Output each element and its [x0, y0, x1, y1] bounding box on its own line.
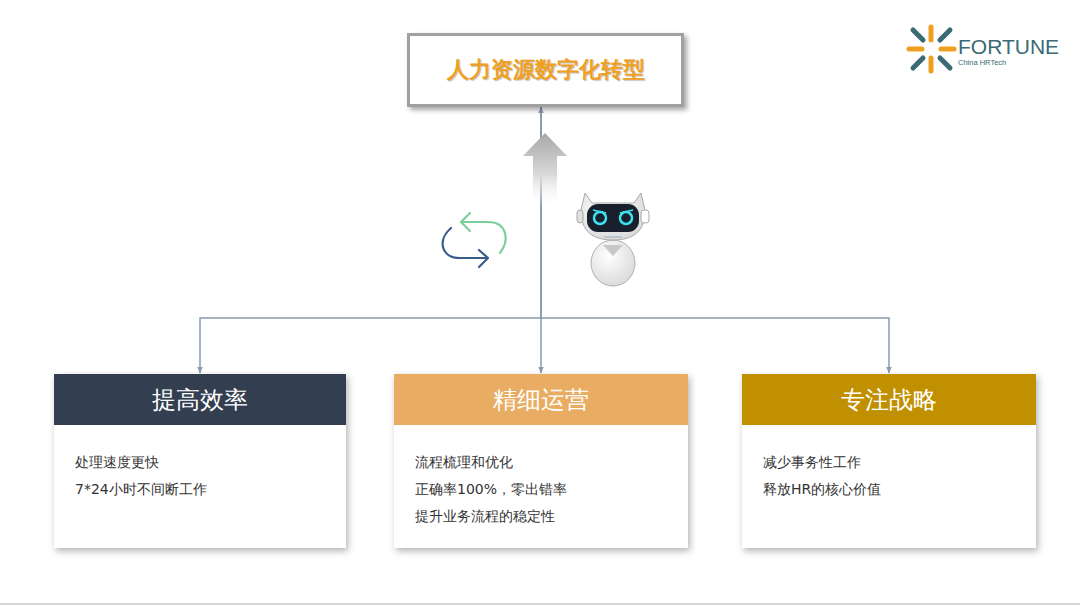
cycle-icon — [443, 213, 506, 267]
feature-card: 精细运营流程梳理和优化正确率100%，零出错率提升业务流程的稳定性 — [394, 374, 688, 548]
card-item: 流程梳理和优化 — [415, 449, 672, 476]
card-header: 提高效率 — [54, 374, 346, 425]
card-heading: 提高效率 — [152, 384, 248, 416]
card-item: 处理速度更快 — [75, 449, 330, 476]
feature-card: 专注战略减少事务性工作释放HR的核心价值 — [742, 374, 1036, 548]
card-heading: 专注战略 — [841, 384, 937, 416]
card-heading: 精细运营 — [493, 384, 589, 416]
logo-wordmark: FORTUNE — [958, 36, 1059, 58]
card-header: 专注战略 — [742, 374, 1036, 425]
goal-box: 人力资源数字化转型 — [407, 33, 684, 107]
card-header: 精细运营 — [394, 374, 688, 425]
card-body: 减少事务性工作释放HR的核心价值 — [742, 425, 1036, 519]
card-body: 处理速度更快7*24小时不间断工作 — [54, 425, 346, 519]
card-item: 7*24小时不间断工作 — [75, 476, 330, 503]
connector — [541, 107, 889, 373]
up-arrow — [523, 133, 567, 208]
card-item: 释放HR的核心价值 — [763, 476, 1020, 503]
connector — [200, 107, 541, 373]
robot-illustration — [577, 193, 649, 286]
card-item: 减少事务性工作 — [763, 449, 1020, 476]
footer-rule — [0, 603, 1080, 605]
logo-tagline: China HRTech — [958, 58, 1059, 67]
card-body: 流程梳理和优化正确率100%，零出错率提升业务流程的稳定性 — [394, 425, 688, 546]
feature-card: 提高效率处理速度更快7*24小时不间断工作 — [54, 374, 346, 548]
card-item: 提升业务流程的稳定性 — [415, 503, 672, 530]
logo-text: FORTUNEChina HRTech — [958, 36, 1059, 67]
goal-title: 人力资源数字化转型 — [447, 55, 645, 85]
card-item: 正确率100%，零出错率 — [415, 476, 672, 503]
logo-icon — [909, 27, 954, 71]
